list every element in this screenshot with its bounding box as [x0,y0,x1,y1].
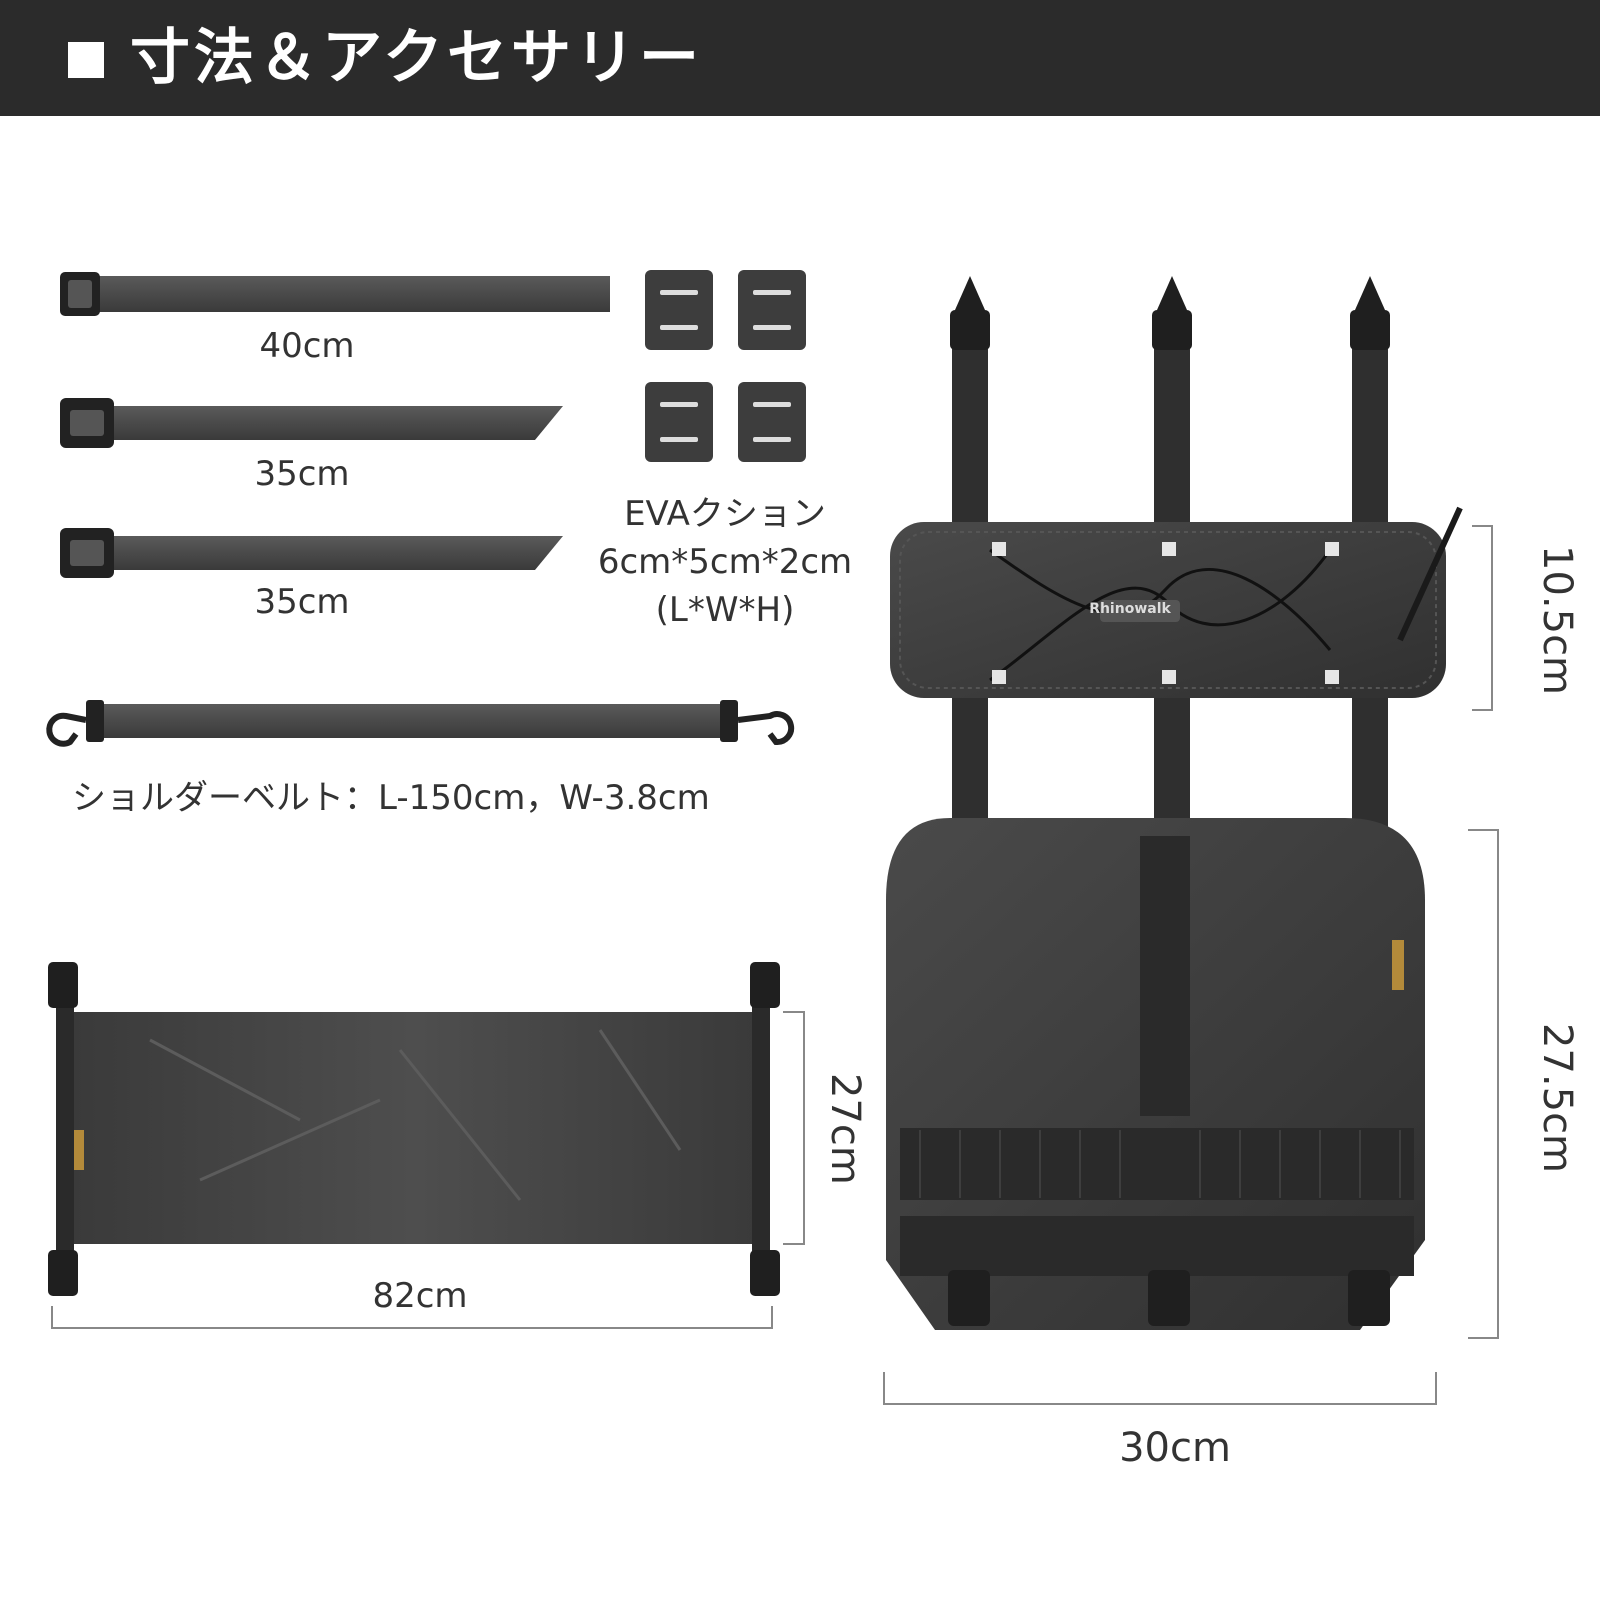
eva-cushion-name: EVAクション [624,494,826,534]
strap-35cm-illustration [60,398,563,448]
panel-dimension-lines [883,525,1499,1405]
strap-35cm-illustration [60,528,563,578]
eva-cushion-size: 6cm*5cm*2cm [597,542,853,582]
strap-length-label: 35cm [254,454,350,494]
dry-bag-illustration [48,962,780,1296]
brand-logo: Rhinowalk [1089,601,1171,617]
strap-length-label: 35cm [254,582,350,622]
panel-illustration [886,276,1463,1330]
dry-bag-width-label: 82cm [372,1276,468,1316]
panel-width-label: 30cm [1119,1425,1231,1471]
strap-40cm-illustration [60,272,610,316]
shoulder-belt-illustration [46,700,795,747]
page-title: 寸法＆アクセサリー [130,23,703,93]
strap-length-label: 40cm [259,326,355,366]
eva-cushion-illustration [645,270,806,462]
page-header: 寸法＆アクセサリー [0,0,1600,116]
dry-bag-height-label: 27cm [822,1073,868,1185]
shoulder-belt-label: ショルダーベルト：L-150cm，W-3.8cm [72,778,710,818]
dry-bag-dimension-lines [51,1011,805,1329]
eva-cushion-dims: (L*W*H) [655,590,795,630]
panel-top-height-label: 10.5cm [1534,545,1580,696]
panel-bottom-height-label: 27.5cm [1534,1023,1580,1174]
bullet-square-icon [68,42,104,78]
